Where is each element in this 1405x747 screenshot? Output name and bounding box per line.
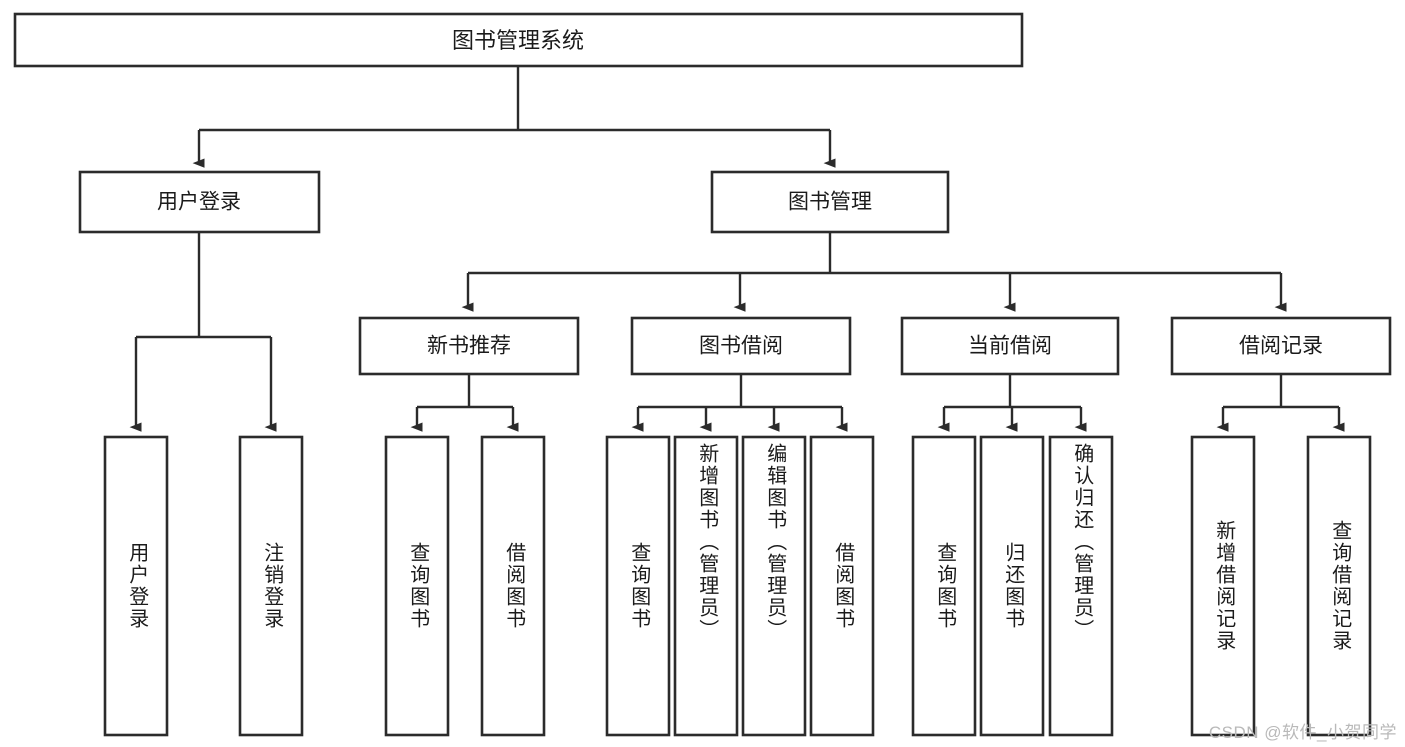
borrow-record-box[interactable] — [1170, 316, 1392, 376]
leaf-box-query-book-2[interactable] — [605, 435, 671, 737]
leaf-box-add-book[interactable] — [673, 435, 739, 737]
new-book-recommend-box[interactable] — [358, 316, 580, 376]
node-borrow-record[interactable]: 借阅记录 — [1170, 316, 1392, 376]
book-manage-label: 图书管理 — [788, 191, 872, 214]
new-book-recommend-label: 新书推荐 — [427, 335, 511, 358]
book-borrow-label: 图书借阅 — [699, 335, 783, 358]
leaf-box-return-book[interactable] — [979, 435, 1045, 737]
leaf-box-borrow-book-2[interactable] — [809, 435, 875, 737]
leaf-box-query-record[interactable] — [1306, 435, 1372, 737]
book-manage-box[interactable] — [710, 170, 950, 234]
watermark-text: CSDN @软件_小贺同学 — [1208, 723, 1397, 742]
leaf-box-user-login[interactable] — [103, 435, 169, 737]
root-box[interactable] — [13, 12, 1024, 68]
current-borrow-label: 当前借阅 — [968, 335, 1052, 358]
current-borrow-box[interactable] — [900, 316, 1120, 376]
user-login-label: 用户登录 — [157, 191, 241, 214]
node-user-login[interactable]: 用户登录 — [78, 170, 321, 234]
node-book-manage[interactable]: 图书管理 — [710, 170, 950, 234]
book-borrow-box[interactable] — [630, 316, 852, 376]
borrow-record-label: 借阅记录 — [1239, 335, 1323, 358]
leaf-box-user-logout[interactable] — [238, 435, 304, 737]
leaf-box-add-record[interactable] — [1190, 435, 1256, 737]
root-label: 图书管理系统 — [452, 28, 584, 53]
leaf-box-edit-book[interactable] — [741, 435, 807, 737]
leaf-box-confirm-return[interactable] — [1048, 435, 1114, 737]
leaf-box-borrow-book-1[interactable] — [480, 435, 546, 737]
node-new-book-recommend[interactable]: 新书推荐 — [358, 316, 580, 376]
node-current-borrow[interactable]: 当前借阅 — [900, 316, 1120, 376]
leaf-box-query-book-1[interactable] — [384, 435, 450, 737]
node-book-borrow[interactable]: 图书借阅 — [630, 316, 852, 376]
leaf-box-query-book-3[interactable] — [911, 435, 977, 737]
node-root[interactable]: 图书管理系统 — [13, 12, 1024, 68]
